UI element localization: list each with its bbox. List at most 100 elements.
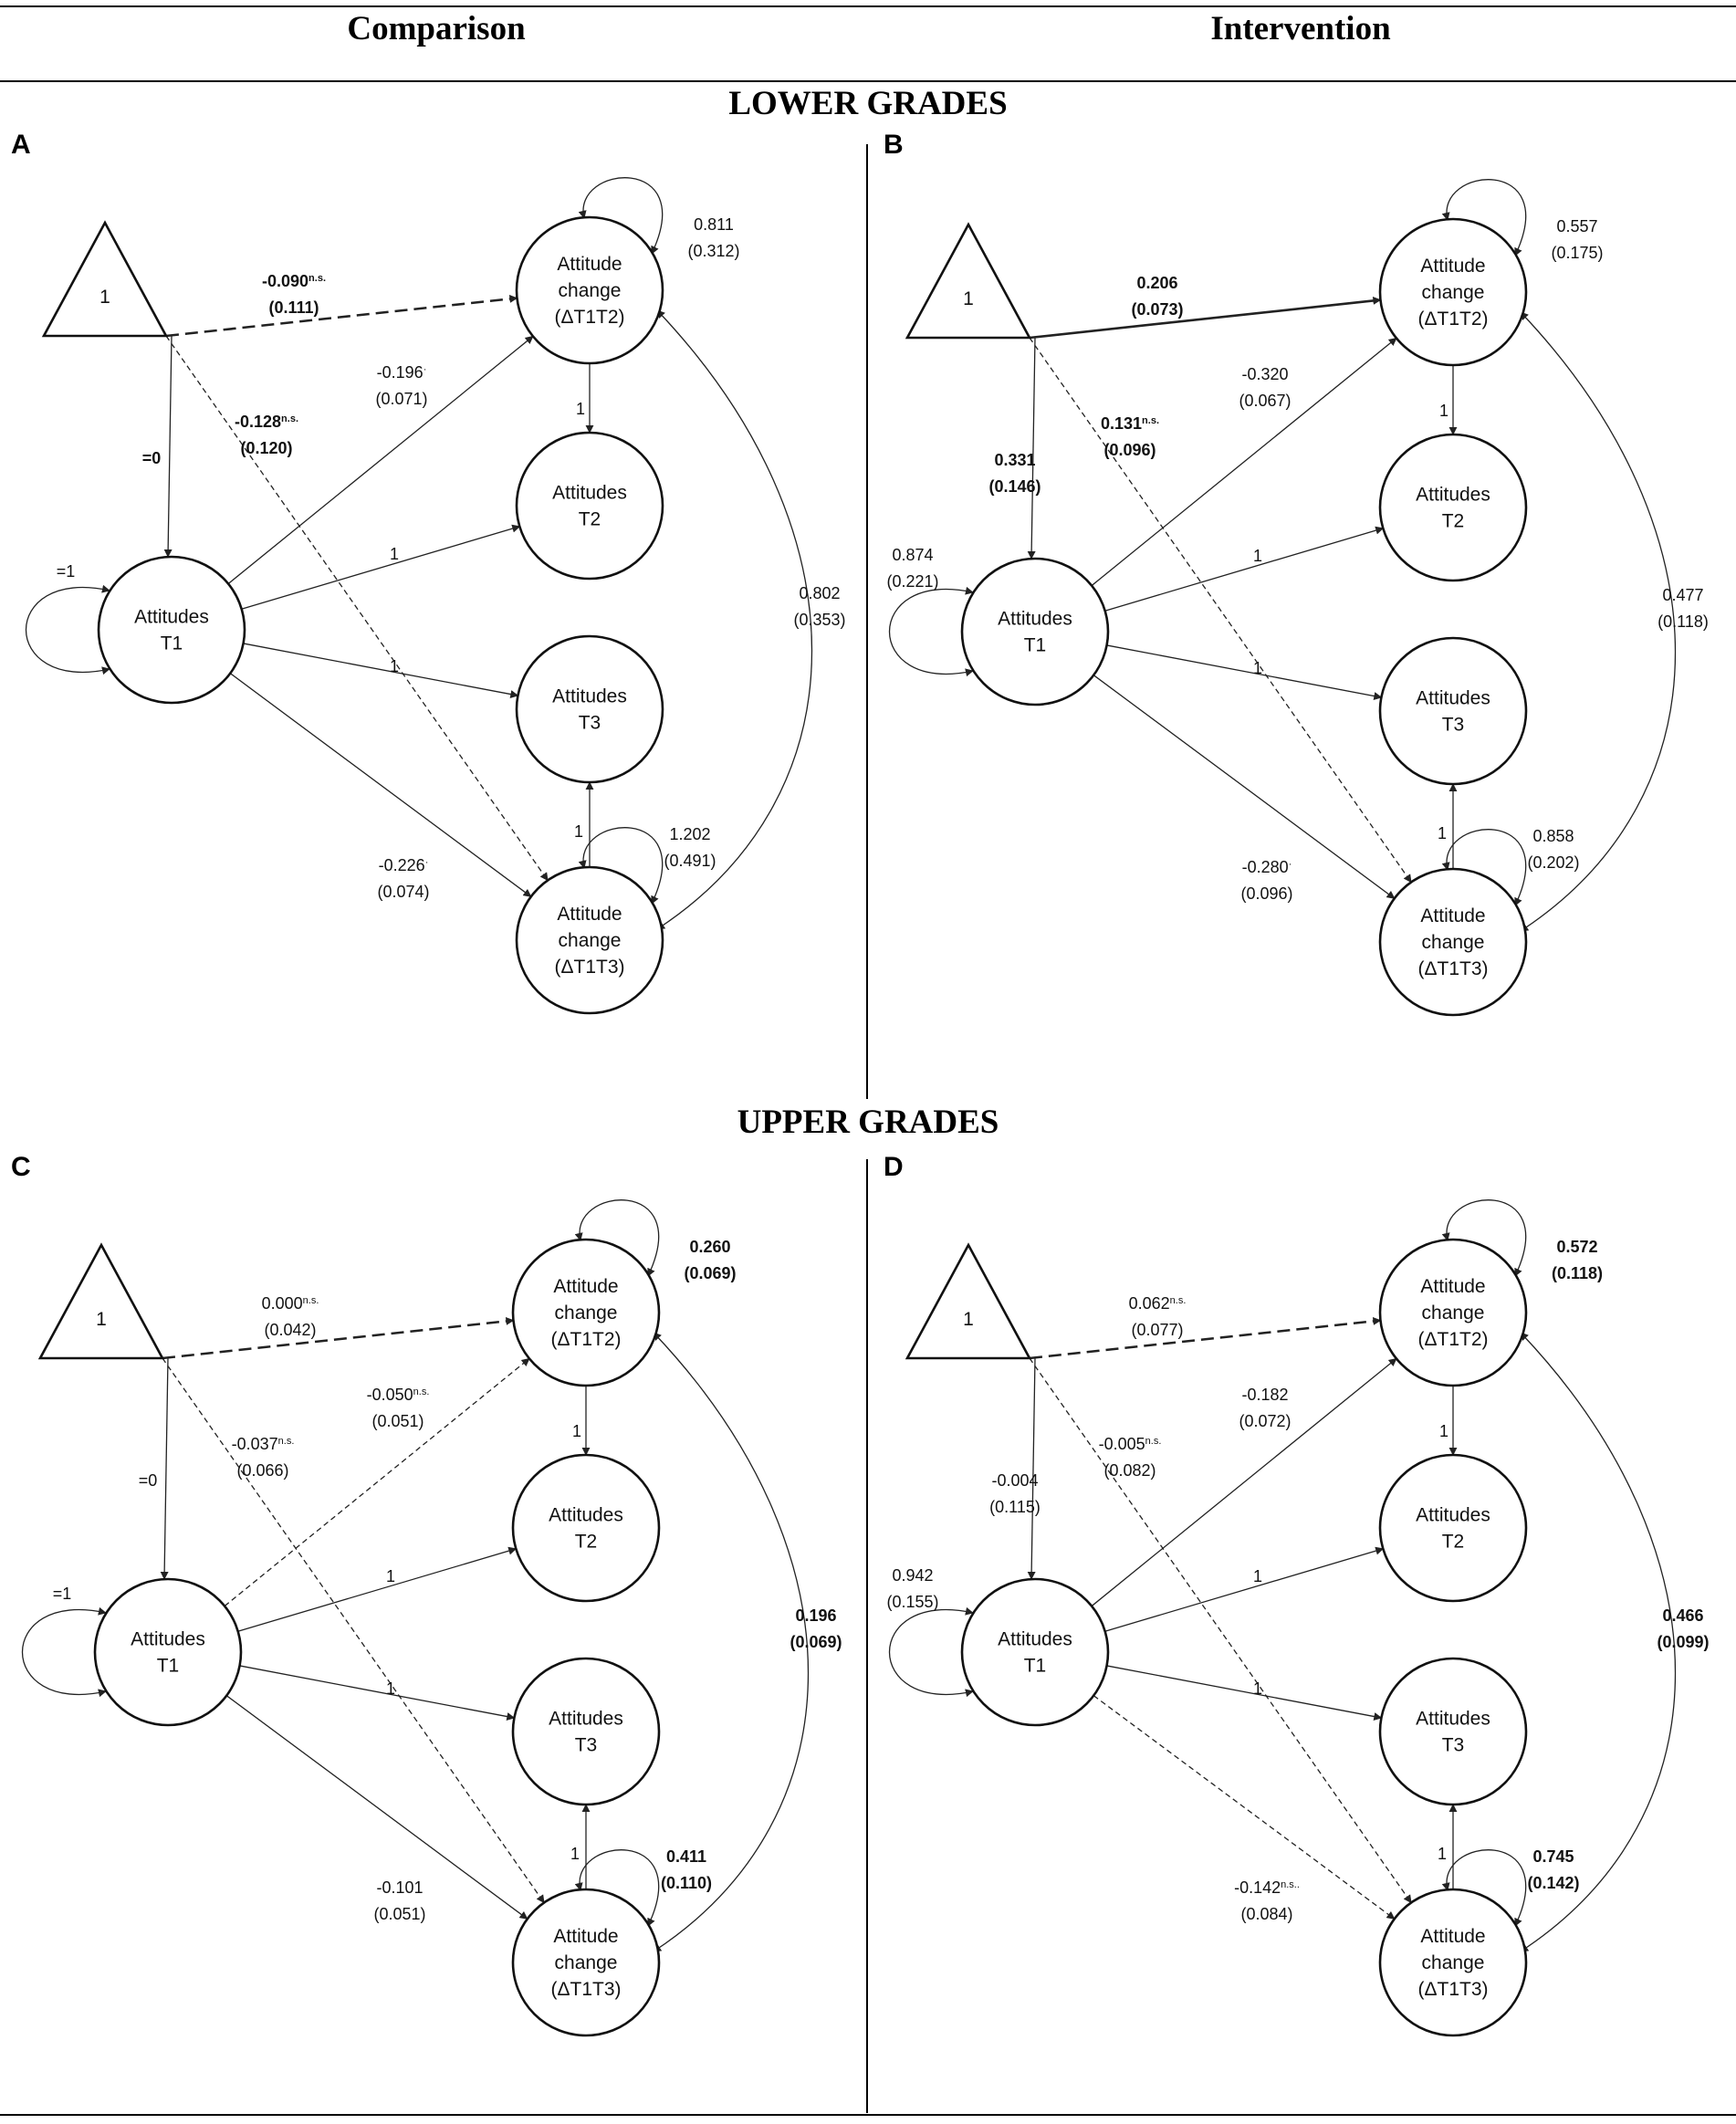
loading-change-t1t2-to-t2: 1 — [1439, 1422, 1448, 1440]
loading-change-t1t3-to-t3: 1 — [1438, 1845, 1447, 1863]
loading-t1-to-t2: 1 — [1253, 547, 1262, 565]
loading-change-t1t2-to-t2: 1 — [1439, 402, 1448, 420]
coef-covariance: 0.196(0.069) — [790, 1606, 842, 1651]
section-title-lower-grades: LOWER GRADES — [728, 85, 1008, 122]
coef-variance-attitudes-t1: =1 — [57, 562, 76, 581]
node-attitudes-t1-circle — [93, 1577, 243, 1727]
coef-intercept-to-change-t1t2: 0.206(0.073) — [1131, 274, 1183, 319]
node-change-t1t2-circle — [515, 215, 664, 365]
path-t1-to-attitudes-t3 — [239, 1665, 516, 1721]
path-t1-to-change-t1t2 — [227, 335, 534, 585]
path-intercept-to-change-t1t3 — [162, 1357, 545, 1904]
intercept-label: 1 — [99, 287, 110, 308]
node-attitudes-t2-circle — [1378, 433, 1528, 582]
coef-variance-change-t1t3: 0.411(0.110) — [661, 1847, 712, 1892]
path-intercept-to-change-t1t2 — [165, 294, 518, 338]
coef-covariance: 0.477(0.118) — [1658, 586, 1709, 631]
coef-t1-to-change-t1t2: -0.196·(0.071) — [375, 363, 427, 408]
coef-variance-change-t1t3: 0.858(0.202) — [1527, 827, 1579, 872]
path-intercept-to-attitudes-t1 — [160, 1357, 169, 1580]
coef-intercept-to-attitudes-t1: 0.331(0.146) — [988, 451, 1041, 496]
covariance-arc — [1520, 311, 1677, 932]
node-change-t1t3-circle — [515, 865, 664, 1015]
node-change-t1t3-circle — [511, 1888, 661, 2037]
variance-loop-change-t1t2 — [1441, 179, 1527, 256]
top-rule — [0, 5, 1736, 7]
column-divider-top — [866, 144, 868, 1099]
path-t1-to-attitudes-t2 — [1104, 526, 1385, 612]
header-rule — [0, 80, 1736, 82]
variance-loop-change-t1t2 — [578, 177, 664, 255]
node-change-t1t3-circle — [1378, 1888, 1528, 2037]
coef-variance-change-t1t3: 0.745(0.142) — [1527, 1847, 1579, 1892]
coef-intercept-to-change-t1t2: 0.000n.s.(0.042) — [262, 1294, 319, 1339]
path-t1-to-attitudes-t3 — [1106, 644, 1383, 700]
coef-t1-to-change-t1t2: -0.320(0.067) — [1239, 365, 1291, 410]
node-attitudes-t3-circle — [515, 634, 664, 784]
path-t1-to-attitudes-t2 — [241, 524, 521, 610]
panel-letter-a: A — [11, 130, 31, 160]
coef-variance-change-t1t2: 0.260(0.069) — [684, 1238, 736, 1282]
panel-letter-d: D — [884, 1152, 904, 1182]
coef-intercept-to-attitudes-t1: -0.004(0.115) — [989, 1471, 1041, 1516]
variance-loop-attitudes-t1 — [25, 584, 110, 675]
variance-loop-change-t1t3 — [578, 827, 664, 905]
intercept-triangle — [905, 1242, 1032, 1360]
path-intercept-to-attitudes-t1 — [1027, 337, 1036, 560]
node-attitudes-t3-circle — [1378, 636, 1528, 786]
coef-variance-change-t1t2: 0.572(0.118) — [1552, 1238, 1603, 1282]
coef-t1-to-change-t1t2: -0.050n.s.(0.051) — [367, 1386, 430, 1430]
node-attitudes-t3-circle — [1378, 1657, 1528, 1806]
coef-t1-to-change-t1t3: -0.101(0.051) — [373, 1878, 425, 1923]
intercept-triangle — [37, 1242, 165, 1360]
intercept-label: 1 — [963, 1309, 974, 1330]
path-intercept-to-change-t1t2 — [162, 1316, 515, 1360]
node-attitudes-t2-circle — [515, 431, 664, 581]
intercept-label: 1 — [963, 288, 974, 309]
node-attitudes-t1-circle — [960, 1577, 1110, 1727]
loading-change-t1t3-to-t3: 1 — [570, 1845, 580, 1863]
coef-covariance: 0.466(0.099) — [1657, 1606, 1709, 1651]
column-header-intervention: Intervention — [1210, 10, 1391, 47]
node-attitudes-t1-circle — [97, 555, 246, 705]
loading-change-t1t2-to-t2: 1 — [572, 1422, 581, 1440]
coef-intercept-to-change-t1t3: 0.131n.s.(0.096) — [1101, 414, 1159, 459]
path-t1-to-change-t1t3 — [1093, 1695, 1396, 1920]
node-change-t1t3-circle — [1378, 867, 1528, 1017]
variance-loop-change-t1t2 — [1441, 1199, 1527, 1277]
covariance-arc — [656, 309, 813, 930]
coef-variance-attitudes-t1: 0.874(0.221) — [886, 546, 938, 591]
variance-loop-change-t1t3 — [574, 1849, 660, 1927]
coef-variance-change-t1t2: 0.557(0.175) — [1551, 217, 1603, 262]
path-t1-to-change-t1t2 — [1091, 337, 1397, 587]
path-t1-to-change-t1t2 — [1091, 1357, 1397, 1607]
loading-t1-to-t3: 1 — [386, 1679, 395, 1698]
variance-loop-attitudes-t1 — [888, 1606, 974, 1698]
loading-t1-to-t2: 1 — [390, 545, 399, 563]
path-t1-to-change-t1t2 — [224, 1357, 530, 1607]
coef-intercept-to-attitudes-t1: =0 — [142, 449, 162, 467]
bottom-rule — [0, 2114, 1736, 2116]
path-t1-to-attitudes-t2 — [1104, 1546, 1385, 1632]
coef-t1-to-change-t1t3: -0.142n.s..(0.084) — [1234, 1878, 1300, 1923]
variance-loop-change-t1t3 — [1441, 1849, 1527, 1927]
intercept-label: 1 — [96, 1309, 107, 1330]
loading-change-t1t2-to-t2: 1 — [576, 400, 585, 418]
path-intercept-to-attitudes-t1 — [163, 335, 173, 558]
covariance-arc — [653, 1332, 810, 1952]
node-attitudes-t2-circle — [511, 1453, 661, 1603]
coef-intercept-to-change-t1t3: -0.005n.s.(0.082) — [1099, 1435, 1162, 1480]
